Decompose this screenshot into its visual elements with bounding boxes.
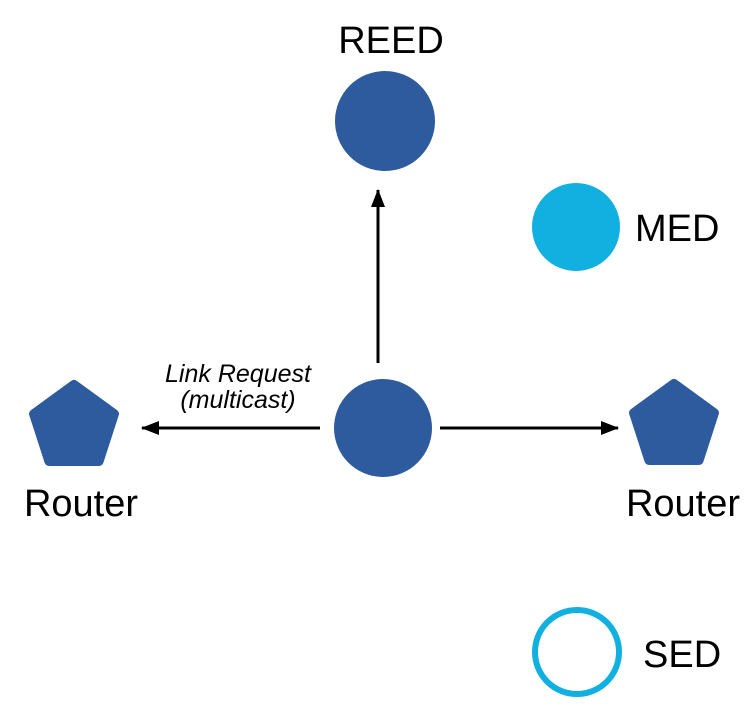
center-node xyxy=(334,379,432,477)
router-left-node xyxy=(29,380,119,466)
sed-label: SED xyxy=(643,634,722,676)
link-request-line1: Link Request xyxy=(165,360,311,388)
med-label: MED xyxy=(635,208,720,250)
reed-label: REED xyxy=(338,20,444,62)
link-request-annotation: Link Request (multicast) xyxy=(165,361,311,413)
sed-node xyxy=(532,607,622,697)
reed-node xyxy=(335,71,435,171)
router-left-label: Router xyxy=(23,483,139,525)
med-node xyxy=(532,183,620,271)
router-right-label: Router xyxy=(625,483,741,525)
link-request-line2: (multicast) xyxy=(180,386,296,414)
router-right-node xyxy=(629,379,719,465)
